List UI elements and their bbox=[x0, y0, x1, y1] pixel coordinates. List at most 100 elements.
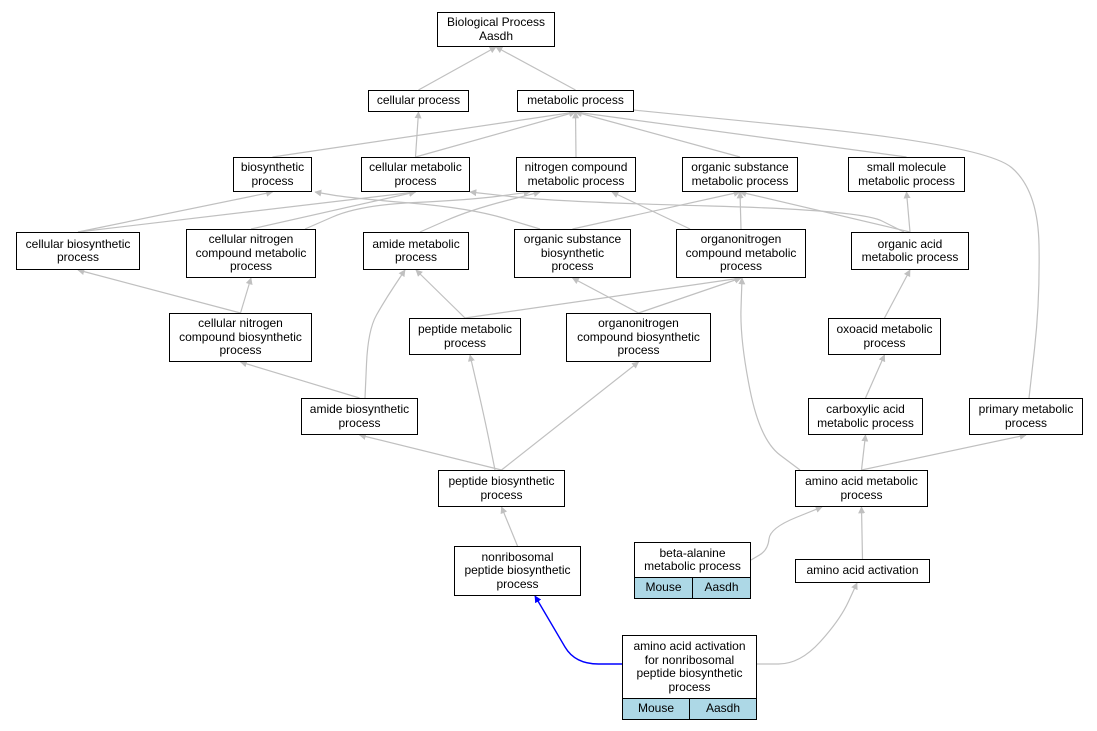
edge-smmp-to-mp bbox=[574, 109, 907, 158]
edge-cmp-to-cp bbox=[414, 111, 422, 158]
edge-abp-to-cncbp bbox=[239, 360, 360, 399]
node-label-line: biosynthetic bbox=[540, 245, 605, 260]
node-label-line: biosynthetic bbox=[240, 160, 305, 174]
species-tag[interactable]: Mouse bbox=[635, 578, 692, 598]
node-label-line: metabolic process bbox=[644, 559, 741, 573]
node-cp[interactable]: cellular process bbox=[368, 90, 469, 112]
node-label-line: process bbox=[496, 576, 539, 591]
gene-tag[interactable]: Aasdh bbox=[689, 699, 756, 719]
node-mp[interactable]: metabolic process bbox=[517, 90, 634, 112]
edge-cmp-to-mp bbox=[415, 110, 577, 158]
species-tag[interactable]: Mouse bbox=[623, 699, 689, 719]
gene-tag[interactable]: Aasdh bbox=[692, 578, 750, 598]
node-label-line: compound metabolic bbox=[685, 245, 797, 260]
node-label-line: process bbox=[394, 250, 438, 264]
edge-ncmp-to-mp bbox=[572, 111, 580, 158]
node-label-line: metabolic process bbox=[858, 173, 955, 188]
node-label-line: process bbox=[719, 259, 763, 274]
node-label-line: cellular metabolic bbox=[369, 160, 462, 174]
node-label-line: compound metabolic bbox=[195, 245, 307, 260]
edge-cncbp-to-cbp bbox=[77, 268, 241, 314]
edge-aanp-to-aaa bbox=[757, 582, 858, 665]
edge-oamp-to-smmp bbox=[903, 191, 911, 233]
node-label-line: amide biosynthetic bbox=[309, 402, 410, 416]
edge-oncbp-to-oncmp bbox=[638, 276, 742, 314]
node-label-line: metabolic process bbox=[691, 173, 789, 188]
edge-bamp-to-aamp bbox=[750, 506, 823, 561]
edge-mp-to-bp bbox=[495, 46, 576, 91]
node-label-line: cellular nitrogen bbox=[208, 232, 294, 247]
node-label-line: nitrogen compound bbox=[524, 160, 628, 174]
node-label-line: process bbox=[863, 335, 906, 350]
node-label-line: small molecule bbox=[866, 160, 947, 174]
edge-cbp-to-bsp bbox=[77, 189, 274, 233]
node-label-line: process bbox=[551, 259, 594, 274]
edge-osbp-to-osmp bbox=[572, 189, 741, 230]
node-label-line: process bbox=[617, 343, 660, 358]
edge-amp-to-ncmp bbox=[419, 190, 541, 233]
edge-oamp-to-cmp bbox=[469, 189, 905, 233]
node-label-line: organic substance bbox=[691, 160, 789, 174]
node-label-line: peptide biosynthetic bbox=[636, 666, 743, 680]
node-label-line: process bbox=[443, 335, 487, 350]
node-label-line: process bbox=[56, 250, 100, 264]
node-label-line: for nonribosomal bbox=[644, 652, 735, 667]
node-label-line: process bbox=[229, 259, 273, 274]
node-label-line: metabolic process bbox=[817, 415, 914, 430]
edge-pbp-to-abp bbox=[358, 433, 502, 471]
node-label-line: beta-alanine bbox=[659, 545, 726, 560]
node-label-line: organic substance bbox=[523, 232, 622, 247]
node-label-line: nonribosomal bbox=[481, 549, 554, 564]
edge-oncbp-to-osbp bbox=[571, 277, 639, 314]
node-label-line: amino acid activation bbox=[806, 563, 919, 578]
edge-pbp-to-oncbp bbox=[501, 361, 640, 471]
node-label-line: metabolic process bbox=[861, 250, 959, 264]
node-label-line: primary metabolic bbox=[978, 402, 1074, 416]
edge-oxmp-to-oamp bbox=[883, 269, 911, 319]
node-aaa[interactable]: amino acid activation bbox=[795, 559, 930, 583]
node-label-line: metabolic process bbox=[527, 173, 625, 188]
edge-aaa-to-aamp bbox=[858, 506, 866, 560]
edge-osbp-to-bsp bbox=[314, 189, 541, 230]
